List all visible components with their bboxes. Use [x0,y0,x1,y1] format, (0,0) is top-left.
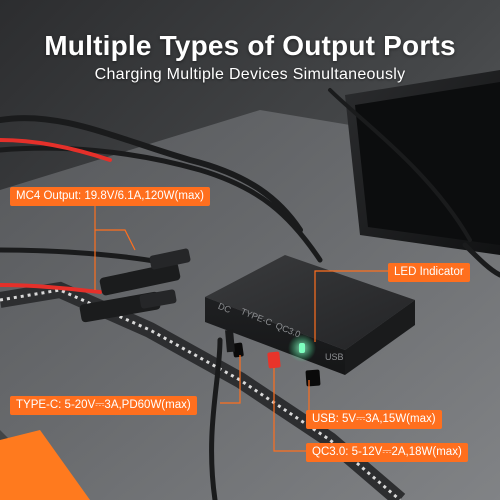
cables [0,88,500,500]
mc4-connector [79,248,191,323]
controller-box [205,255,415,387]
callout-usb: USB: 5V⎓3A,15W(max) [306,410,442,429]
callout-led-indicator: LED Indicator [388,263,470,282]
page-title: Multiple Types of Output Ports [44,30,456,61]
page-subtitle: Charging Multiple Devices Simultaneously [94,66,406,83]
tablet [345,70,500,255]
callout-qc3: QC3.0: 5-12V⎓2A,18W(max) [306,443,468,462]
port-label-usb: USB [325,352,344,362]
callout-typec: TYPE-C: 5-20V⎓3A,PD60W(max) [10,396,197,415]
callout-mc4-output: MC4 Output: 19.8V/6.1A,120W(max) [10,187,210,206]
